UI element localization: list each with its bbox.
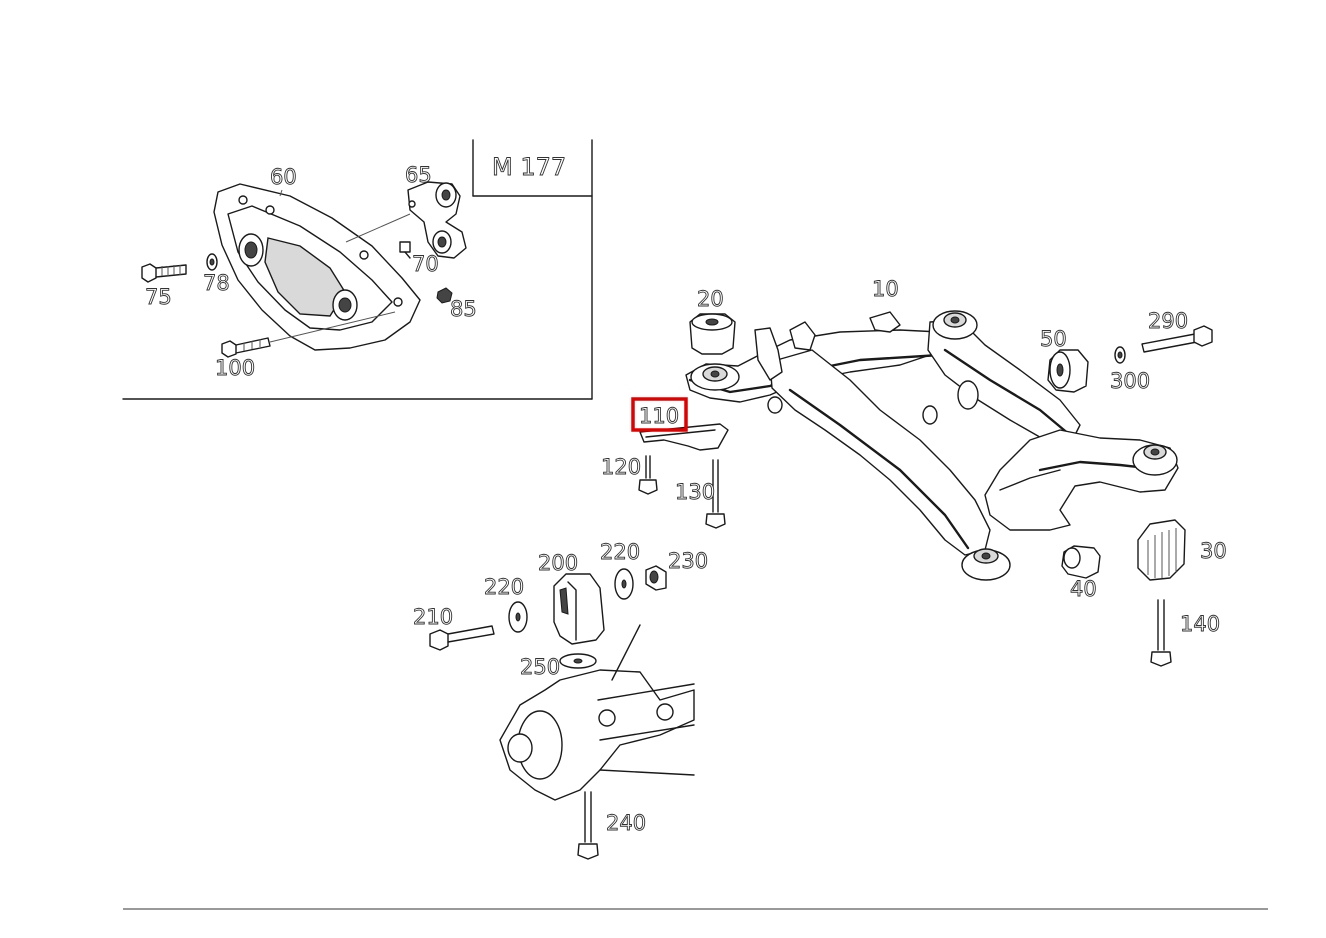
label-40[interactable]: 40 [1070, 577, 1098, 602]
label-240[interactable]: 240 [606, 811, 647, 836]
bushing-icon [1061, 545, 1101, 579]
bolt-icon [577, 791, 599, 860]
label-60[interactable]: 60 [270, 165, 298, 190]
cover-plate-drawing [213, 183, 421, 351]
label-10[interactable]: 10 [872, 277, 900, 302]
label-85[interactable]: 85 [450, 297, 478, 322]
label-100[interactable]: 100 [215, 356, 256, 381]
mount-65-drawing [407, 181, 467, 259]
label-300[interactable]: 300 [1110, 369, 1151, 394]
washer-icon [206, 253, 218, 271]
label-250[interactable]: 250 [520, 655, 561, 680]
mount-icon [553, 573, 605, 645]
label-230[interactable]: 230 [668, 549, 709, 574]
nut-icon [436, 287, 453, 304]
label-130[interactable]: 130 [675, 480, 716, 505]
part-labels: 60 65 70 75 78 85 100 10 20 30 40 50 110… [145, 163, 1228, 836]
washer-icon [559, 653, 597, 669]
washer-icon [1114, 346, 1126, 364]
bushing-icon [689, 313, 736, 355]
label-70[interactable]: 70 [412, 252, 440, 277]
bolt-icon [141, 263, 187, 283]
inset-frame: M 177 [122, 139, 593, 400]
bolt-icon [1141, 325, 1213, 353]
label-290[interactable]: 290 [1148, 309, 1189, 334]
label-200[interactable]: 200 [538, 551, 579, 576]
nut-icon [645, 565, 667, 591]
label-140[interactable]: 140 [1180, 612, 1221, 637]
bolt-icon [1150, 599, 1172, 667]
bolt-icon [399, 241, 411, 259]
label-75[interactable]: 75 [145, 285, 173, 310]
label-20[interactable]: 20 [697, 287, 725, 312]
bolt-icon [429, 625, 495, 651]
label-30[interactable]: 30 [1200, 539, 1228, 564]
highlight-box [631, 397, 688, 432]
bolt-icon [221, 311, 396, 358]
label-220-right[interactable]: 220 [600, 540, 641, 565]
subframe-drawing [685, 310, 1179, 581]
mount-icon [1137, 519, 1186, 581]
label-50[interactable]: 50 [1040, 327, 1068, 352]
bolt-icon [638, 455, 658, 495]
label-78[interactable]: 78 [203, 271, 231, 296]
variant-label: M 177 [492, 153, 566, 181]
label-65[interactable]: 65 [405, 163, 433, 188]
label-220-left[interactable]: 220 [484, 575, 525, 600]
washer-icon [508, 601, 528, 633]
washer-icon [614, 568, 634, 600]
bolt-icon [705, 459, 726, 529]
label-110[interactable]: 110 [639, 404, 680, 429]
label-210[interactable]: 210 [413, 605, 454, 630]
label-120[interactable]: 120 [601, 455, 642, 480]
axle-housing-drawing [499, 624, 695, 801]
bushing-icon [1047, 349, 1089, 393]
